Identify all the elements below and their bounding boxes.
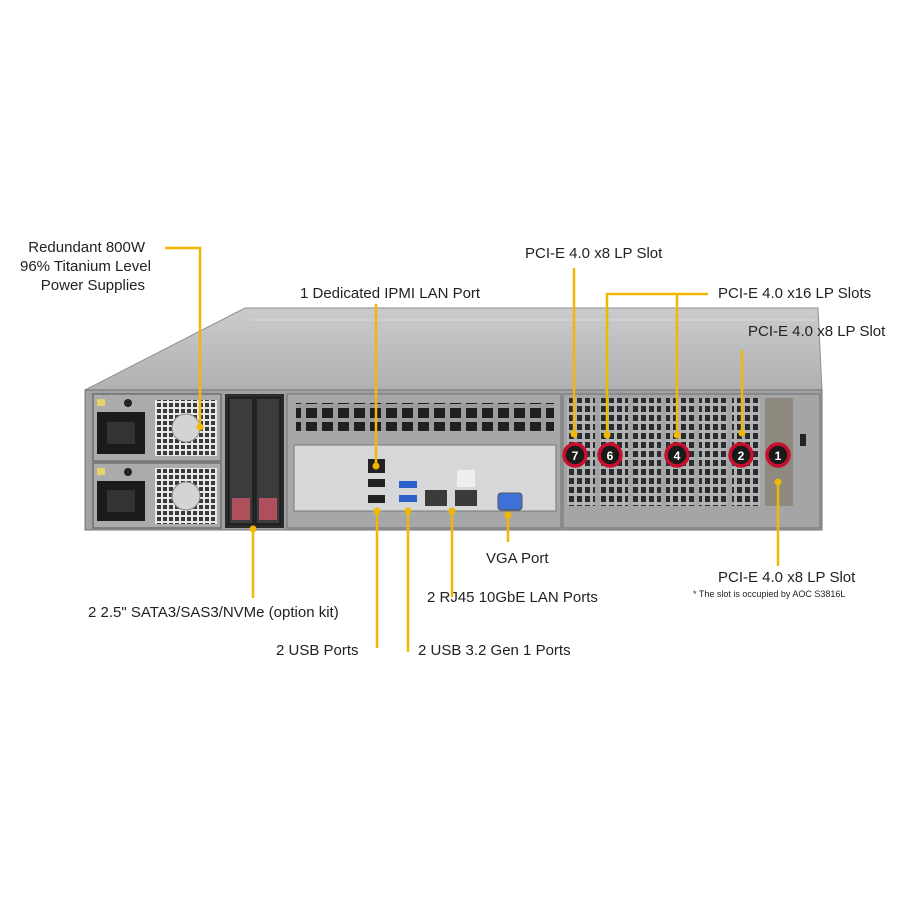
rj45-port [455,490,477,506]
slot-badge-number: 7 [572,449,579,463]
slot-badge-7: 7 [562,442,588,468]
usb-port [368,495,385,503]
pcie-x16-label: PCI-E 4.0 x16 LP Slots [718,285,872,302]
pcie-slot1-label: PCI-E 4.0 x8 LP Slot [718,569,856,586]
psu-label-line: Redundant 800W [28,239,145,256]
psu-label: Redundant 800W 96% Titanium Level Power … [20,238,151,295]
vga-label: VGA Port [486,550,549,567]
slot-badge-6: 6 [597,442,623,468]
drive-bays-label: 2 2.5" SATA3/SAS3/NVMe (option kit) [88,604,339,621]
slot-badge-2: 2 [728,442,754,468]
rj45-label: 2 RJ45 10GbE LAN Ports [427,589,598,606]
psu-label-line: Power Supplies [40,277,145,294]
vga-port [497,492,523,511]
power-supply-2 [92,462,222,529]
slot-badge-number: 2 [738,449,745,463]
slot-badge-number: 1 [775,449,782,463]
ipmi-label: 1 Dedicated IPMI LAN Port [300,285,481,302]
psu-label-line: 96% Titanium Level [20,258,151,275]
slot-badge-4: 4 [664,442,690,468]
vent-grille [296,403,554,431]
drive-bays [225,394,284,528]
slot-badge-number: 6 [607,449,614,463]
slot-badge-1: 1 [765,442,791,468]
usb-port [368,479,385,487]
rj45-port [425,490,447,506]
usb32-label: 2 USB 3.2 Gen 1 Ports [418,642,571,659]
pcie-slot7-label: PCI-E 4.0 x8 LP Slot [525,245,663,262]
usb3-port [399,495,417,502]
usb3-port [399,481,417,488]
slot-badge-number: 4 [674,449,681,463]
pcie-slot2-label: PCI-E 4.0 x8 LP Slot [748,323,886,340]
pcie-slot1-note: * The slot is occupied by AOC S3816L [693,589,846,599]
leader-lines [165,246,780,652]
usb-label: 2 USB Ports [276,642,359,659]
